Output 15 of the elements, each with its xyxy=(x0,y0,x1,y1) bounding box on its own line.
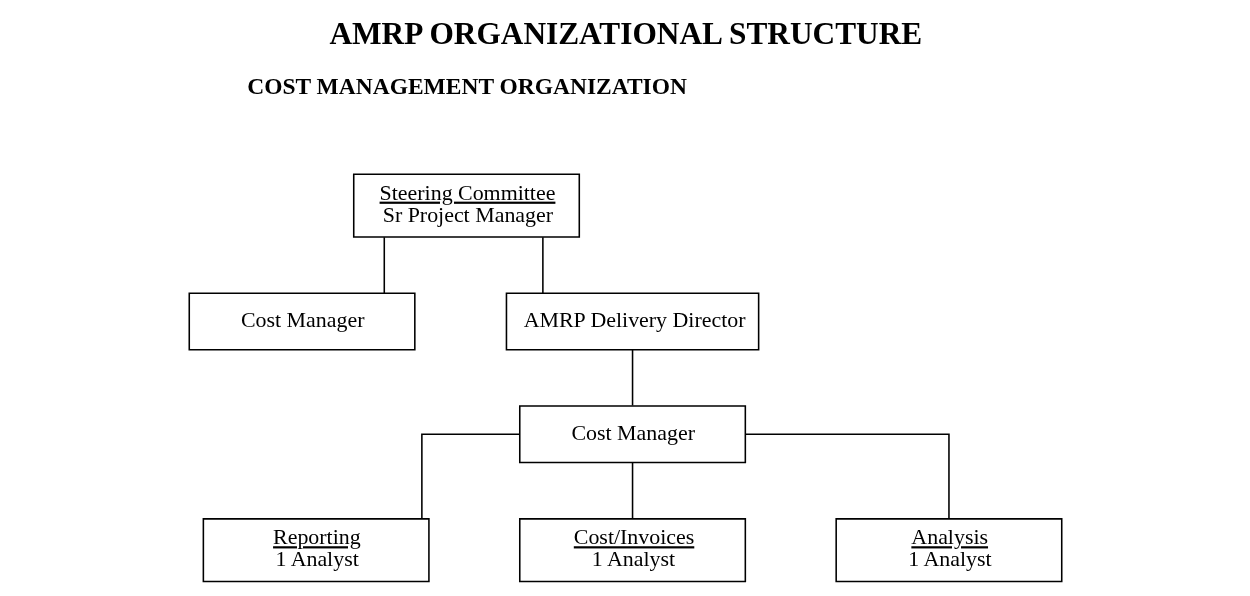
node-box: Steering Committee Sr Project Manager xyxy=(352,173,580,238)
label: COST MANAGEMENT ORGANIZATION xyxy=(246,72,687,99)
node-box: Cost Manager xyxy=(188,292,416,351)
connector xyxy=(631,349,633,407)
diagram-title: AMRP ORGANIZATIONAL STRUCTURE xyxy=(328,16,922,52)
node-box: Analysis 1 Analyst xyxy=(834,518,1062,583)
connector xyxy=(631,462,633,520)
connector xyxy=(420,433,520,520)
node-box: Cost/Invoices 1 Analyst xyxy=(518,518,746,583)
connector xyxy=(541,236,544,294)
connector xyxy=(383,236,385,294)
connector xyxy=(744,433,950,520)
node-box: Cost Manager xyxy=(518,405,746,464)
node-box: Reporting 1 Analyst xyxy=(202,518,430,583)
node-box: AMRP Delivery Director xyxy=(505,292,759,351)
